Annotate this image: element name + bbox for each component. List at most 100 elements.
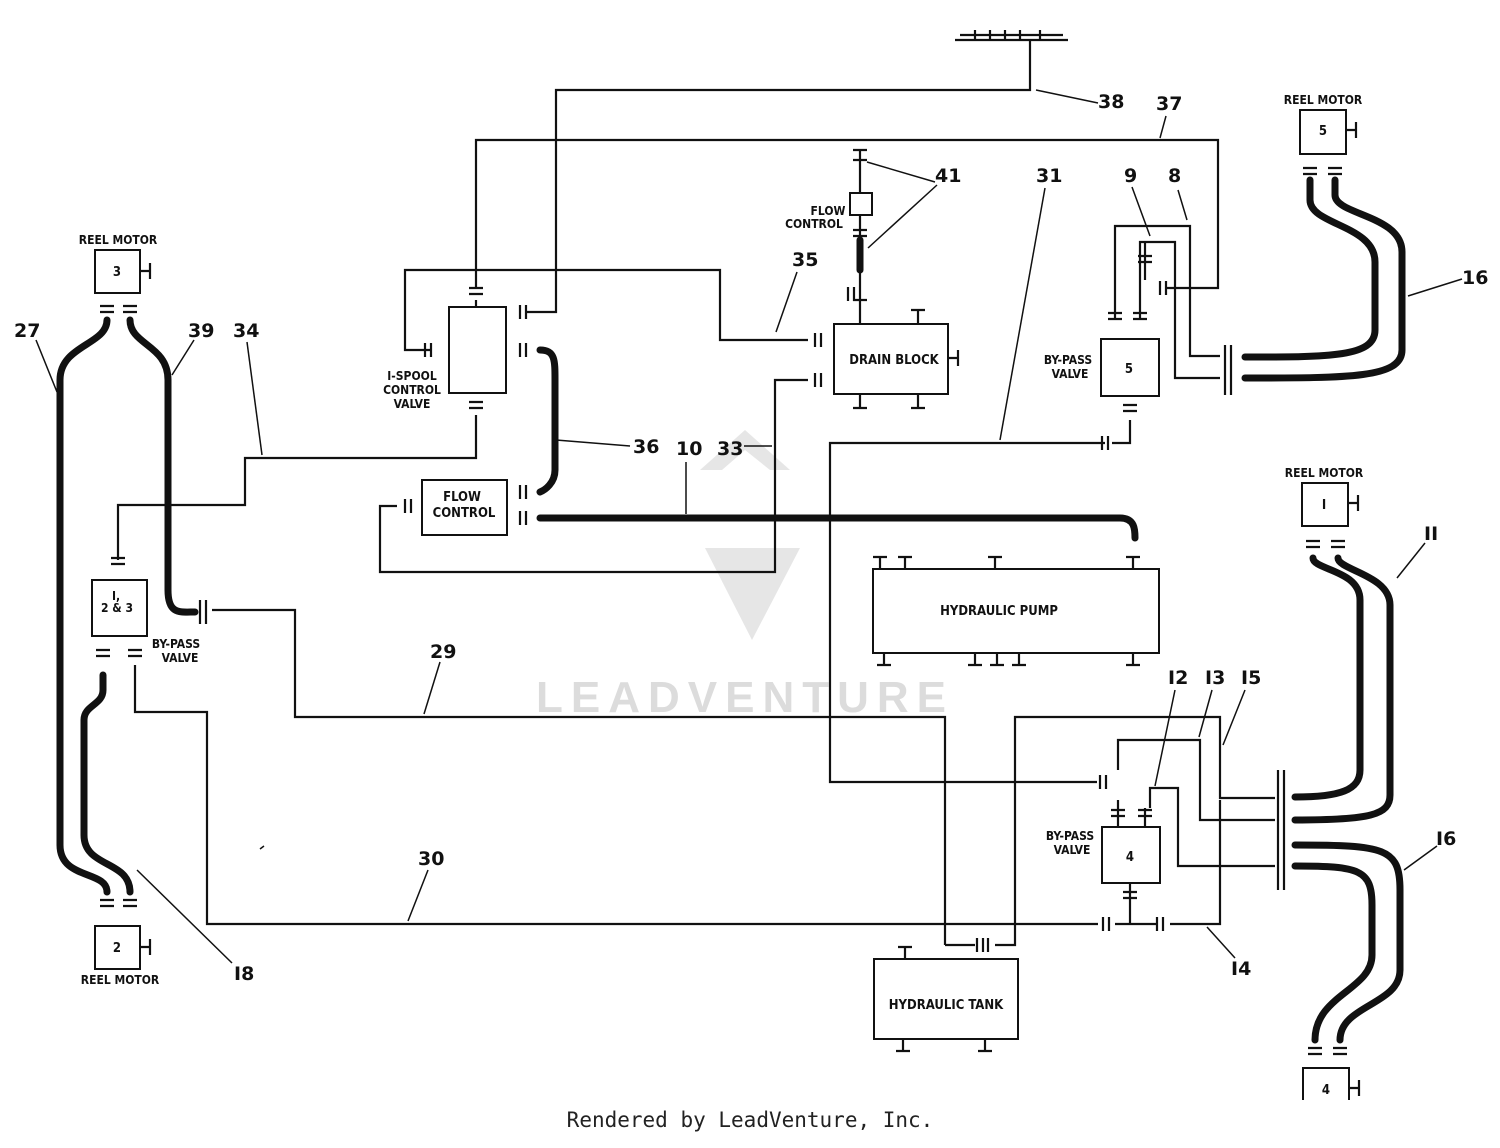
reel-motor-2: 2 REEL MOTOR xyxy=(81,925,160,987)
callout-30: 30 xyxy=(418,848,444,870)
spool-control-valve: I-SPOOL CONTROL VALVE xyxy=(383,306,507,411)
leader-34 xyxy=(246,341,263,456)
reel-motor-3: REEL MOTOR 3 xyxy=(79,233,158,294)
callout-12: I2 xyxy=(1168,667,1188,689)
line-13 xyxy=(1116,738,1275,822)
hose-39 xyxy=(126,316,199,616)
reel-motor-1: REEL MOTOR I xyxy=(1285,466,1364,527)
callout-18: I8 xyxy=(234,963,254,985)
stray-mark xyxy=(259,845,265,850)
drain-ports xyxy=(813,333,823,387)
flow-control-ports xyxy=(403,485,528,525)
reel-motor-3-label: REEL MOTOR xyxy=(79,233,158,247)
flow-top-ports xyxy=(846,148,867,302)
flow-control-top-label-2: CONTROL xyxy=(785,217,843,231)
spool-valve-label-1: I-SPOOL xyxy=(387,369,437,383)
line-33 xyxy=(378,378,808,574)
leader-16-upper xyxy=(1407,278,1463,297)
watermark-text: LEADVENTURE xyxy=(536,673,954,722)
tank-ports xyxy=(975,938,990,952)
bypass4-inlets xyxy=(1116,800,1147,826)
hoses xyxy=(56,176,1406,1044)
bypass-valve-123-label-1: I, xyxy=(112,589,120,603)
callout-10: 10 xyxy=(676,438,702,460)
leader-37 xyxy=(1159,115,1167,139)
callout-15: I5 xyxy=(1241,667,1261,689)
bypass-valve-5: BY-PASS VALVE 5 xyxy=(1044,338,1160,397)
callout-33: 33 xyxy=(717,438,743,460)
callout-11: II xyxy=(1424,523,1438,545)
watermark: LEADVENTURE xyxy=(536,430,954,722)
motor4-ports xyxy=(1308,1046,1347,1056)
flow-control-top-label-1: FLOW xyxy=(811,204,846,218)
flow-control-box xyxy=(421,479,508,536)
reel-motor-1-label: REEL MOTOR xyxy=(1285,466,1364,480)
callout-38: 38 xyxy=(1098,91,1124,113)
flow-control-top: FLOW CONTROL xyxy=(785,192,873,231)
leader-39 xyxy=(171,339,195,376)
callout-numbers: 38 37 41 35 31 9 8 16 27 39 34 36 10 33 … xyxy=(14,91,1488,985)
footer-credit: Rendered by LeadVenture, Inc. xyxy=(566,1108,934,1132)
bypass-valve-4-label-1: BY-PASS xyxy=(1046,829,1094,843)
reel-motor-5: REEL MOTOR 5 xyxy=(1284,93,1363,155)
callout-35: 35 xyxy=(792,249,818,271)
hydraulic-tank-label: HYDRAULIC TANK xyxy=(889,998,1004,1013)
bypass-valve-123-label-3: BY-PASS xyxy=(152,637,200,651)
bulkhead-upper xyxy=(1223,345,1233,395)
spool-valve-label-3: VALVE xyxy=(394,397,431,411)
leader-31 xyxy=(999,187,1046,441)
leader-38 xyxy=(1035,89,1099,104)
reel-motor-2-number: 2 xyxy=(113,941,121,956)
reel-motor-2-label: REEL MOTOR xyxy=(81,973,160,987)
drain-block-box xyxy=(833,323,949,395)
bypass-valve-123-box xyxy=(91,579,148,637)
manifold-ports xyxy=(973,30,1042,40)
bypass-valve-123-label-2: 2 & 3 xyxy=(101,601,133,615)
motor2-ports xyxy=(100,898,137,908)
hydraulic-tank: HYDRAULIC TANK xyxy=(873,945,1019,1053)
reel-motor-3-box xyxy=(94,249,141,294)
line-34 xyxy=(116,415,478,560)
hydraulic-pump-stubs xyxy=(873,555,1140,667)
leader-14 xyxy=(1206,926,1236,959)
hose-16-lower-b xyxy=(1291,862,1376,1044)
callout-27: 27 xyxy=(14,320,40,342)
line-31-bypass xyxy=(1112,420,1132,445)
bypass-valve-4-label-2: VALVE xyxy=(1054,843,1091,857)
leader-18 xyxy=(136,869,233,964)
reel-motor-4: 4 xyxy=(1302,1067,1361,1100)
callout-8: 8 xyxy=(1168,165,1181,187)
bypass-valve-4-box xyxy=(1101,826,1161,884)
flow-control-label-1: FLOW xyxy=(443,490,481,505)
reel-motor-1-box xyxy=(1301,482,1349,527)
bulkhead-lower xyxy=(1276,770,1286,890)
callout-41: 41 xyxy=(935,165,961,187)
leader-29 xyxy=(423,661,441,715)
manifold-bar xyxy=(955,33,1068,42)
callout-36: 36 xyxy=(633,436,659,458)
bypass-valve-4-number: 4 xyxy=(1126,850,1134,865)
bypass123-ports xyxy=(96,556,208,658)
line-35 xyxy=(403,268,808,352)
reel-motor-4-number: 4 xyxy=(1322,1083,1330,1098)
reel-motor-3-number: 3 xyxy=(113,265,121,280)
leader-11 xyxy=(1396,542,1426,579)
reel-motor-5-number: 5 xyxy=(1319,124,1327,139)
callout-29: 29 xyxy=(430,641,456,663)
hydraulic-schematic: LEADVENTURE xyxy=(14,30,1488,1100)
spool-ports xyxy=(423,286,528,410)
leader-35 xyxy=(775,271,798,333)
callout-37: 37 xyxy=(1156,93,1182,115)
hose-36 xyxy=(536,346,559,496)
reel-motor-2-shaft xyxy=(140,939,152,955)
callout-13: I3 xyxy=(1205,667,1225,689)
line-30 xyxy=(133,665,1098,926)
line-14 xyxy=(1115,800,1222,926)
bypass-valve-5-number: 5 xyxy=(1125,362,1133,377)
callout-16-upper: 16 xyxy=(1462,267,1488,289)
line-9 xyxy=(1138,240,1220,380)
bypass-valve-5-label-2: VALVE xyxy=(1052,367,1089,381)
callout-16-lower: I6 xyxy=(1436,828,1456,850)
line-8 xyxy=(1113,224,1220,358)
drain-block-label: DRAIN BLOCK xyxy=(849,353,939,368)
